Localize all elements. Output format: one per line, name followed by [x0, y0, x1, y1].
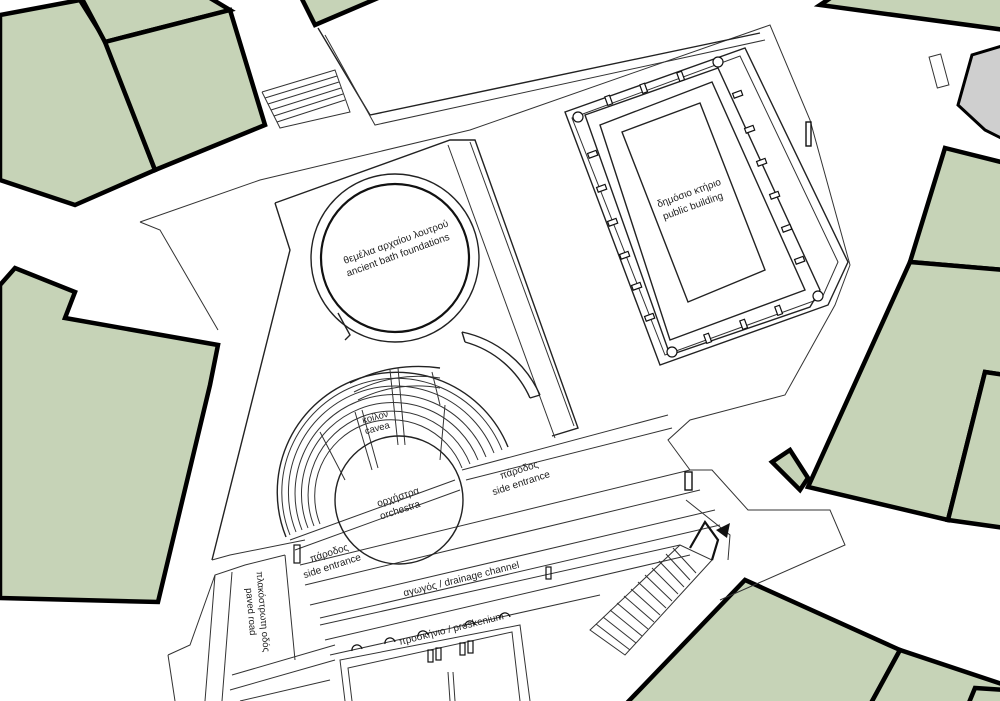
- columns: [572, 56, 824, 358]
- building-block: [813, 0, 1000, 32]
- building-block: [967, 685, 1000, 701]
- stairs-bottom: [589, 499, 731, 656]
- building-block-hatched: [956, 44, 1000, 140]
- theatre: κοίλον cavea ορχήστρα orchestra πάροδος …: [276, 365, 552, 663]
- paved-road-label-en: paved road: [243, 588, 258, 636]
- building-block: [625, 577, 904, 701]
- building-block: [768, 446, 811, 494]
- building-block: [945, 369, 1000, 530]
- arc-wall: [461, 331, 541, 399]
- ancient-bath: θεμέλια αρχαίου λουτρού ancient bath fou…: [310, 173, 480, 343]
- building-block: [907, 145, 1000, 272]
- building-block: [299, 0, 380, 28]
- small-structure: [928, 53, 950, 89]
- building-block: [101, 7, 268, 173]
- building-block: [869, 647, 1000, 701]
- proskenium-niches: [351, 612, 511, 663]
- stairs-top: [261, 69, 351, 129]
- public-building: δημόσιο κτήριο public building: [572, 56, 824, 358]
- proskenium-label: προσκήνιο / proskenium: [398, 610, 505, 648]
- site-outlines: [139, 24, 851, 701]
- building-block: [0, 265, 221, 605]
- paved-road: πλακόστρωτη οδός paved road: [243, 571, 272, 653]
- triangle-marker-icon: [716, 523, 730, 538]
